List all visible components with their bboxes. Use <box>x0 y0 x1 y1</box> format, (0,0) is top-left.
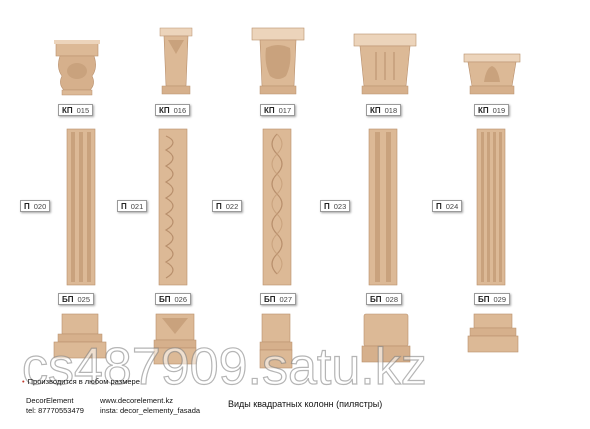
capital-017-image <box>251 27 305 95</box>
page-caption: Виды квадратных колонн (пилястры) <box>228 399 383 409</box>
shaft-024-image <box>476 128 506 286</box>
base-026-image <box>153 313 197 365</box>
watermark: cs487909.satu.kz <box>21 337 427 396</box>
company-site: www.decorelement.kz <box>100 396 173 405</box>
bullet-icon: • <box>22 377 25 386</box>
base-029-image <box>467 313 519 353</box>
company-insta: insta: decor_elementy_fasada <box>100 406 201 415</box>
capital-019-image <box>463 53 521 95</box>
base-025-image <box>53 313 107 359</box>
capital-016-image <box>159 27 193 95</box>
company-name: DecorElement <box>26 396 74 405</box>
shaft-023-image <box>368 128 398 286</box>
shaft-022-image <box>262 128 292 286</box>
base-027-image <box>259 313 293 369</box>
size-note: •Производится в любом размере <box>22 377 140 386</box>
capital-015-image <box>54 40 100 96</box>
capital-018-image <box>353 33 417 95</box>
shaft-021-image <box>158 128 188 286</box>
base-028-image <box>361 313 411 363</box>
shaft-020-image <box>66 128 96 286</box>
company-phone: tel: 87770553479 <box>26 406 84 415</box>
